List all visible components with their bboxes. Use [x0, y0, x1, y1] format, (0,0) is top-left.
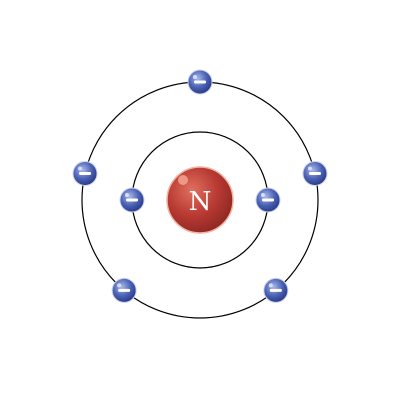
electron-outer-5: [263, 277, 289, 303]
minus-sign-icon: [194, 80, 206, 84]
minus-sign-icon: [269, 288, 282, 292]
electron-outer-4: [111, 277, 137, 303]
nucleus-symbol: N: [189, 187, 212, 217]
electron-outer-3: [302, 160, 328, 186]
electron-inner-2: [255, 187, 281, 213]
electrons: [72, 69, 328, 303]
minus-sign-icon: [308, 171, 321, 175]
electron-inner-1: [119, 187, 145, 213]
electron-outer-2: [72, 160, 98, 186]
minus-sign-icon: [262, 198, 274, 202]
nucleus: N: [166, 166, 234, 234]
electron-outer-1: [187, 69, 213, 95]
minus-sign-icon: [79, 171, 92, 175]
minus-sign-icon: [118, 288, 131, 292]
minus-sign-icon: [126, 198, 138, 202]
